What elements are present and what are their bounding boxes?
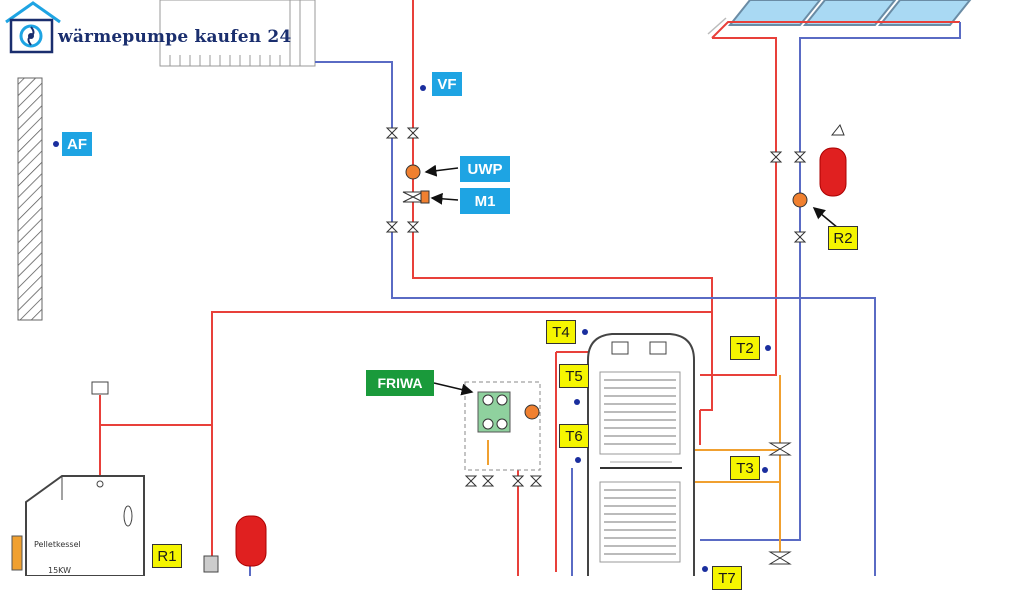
outer-wall	[17, 77, 43, 321]
boiler-control-unit	[91, 381, 219, 573]
boiler-name: Pelletkessel	[34, 540, 81, 549]
mixing-valve	[402, 190, 430, 204]
supply-lines	[99, 0, 777, 576]
boiler-pump-r1-label: R1	[152, 544, 182, 568]
three-way-valve	[768, 442, 792, 565]
temp-sensor-t4-label: T4	[546, 320, 576, 344]
solar-expansion-vessel	[819, 124, 847, 197]
house-fan-icon	[5, 1, 61, 54]
temp-sensor-t5-label: T5	[559, 364, 589, 388]
solar-collectors	[707, 0, 972, 39]
heating-schematic	[5, 0, 972, 576]
boiler-power: 15KW	[48, 566, 72, 575]
buffer-tank	[587, 333, 695, 576]
heating-pump	[405, 164, 421, 180]
temp-sensor-t2-label: T2	[730, 336, 760, 360]
solar-pump-r2-label: R2	[828, 226, 858, 250]
pellet-boiler	[11, 475, 145, 576]
mixer-label: M1	[460, 188, 510, 214]
flow-sensor-label: VF	[432, 72, 462, 96]
sensor-dots	[53, 85, 771, 572]
temp-sensor-t3-label: T3	[730, 456, 760, 480]
solar-pump	[792, 192, 808, 208]
friwa-station	[464, 381, 541, 471]
temp-sensor-t7-label: T7	[712, 566, 742, 590]
callout-arrows	[424, 164, 839, 396]
circulation-pump-label: UWP	[460, 156, 510, 182]
return-lines	[249, 22, 961, 576]
boiler-expansion-vessel	[235, 515, 267, 567]
fresh-water-station-label: FRIWA	[366, 370, 434, 396]
radiator	[159, 0, 316, 67]
outdoor-sensor-label: AF	[62, 132, 92, 156]
temp-sensor-t6-label: T6	[559, 424, 589, 448]
valves	[385, 127, 807, 487]
brand-logo-text: wärmepumpe kaufen 24	[58, 27, 292, 47]
